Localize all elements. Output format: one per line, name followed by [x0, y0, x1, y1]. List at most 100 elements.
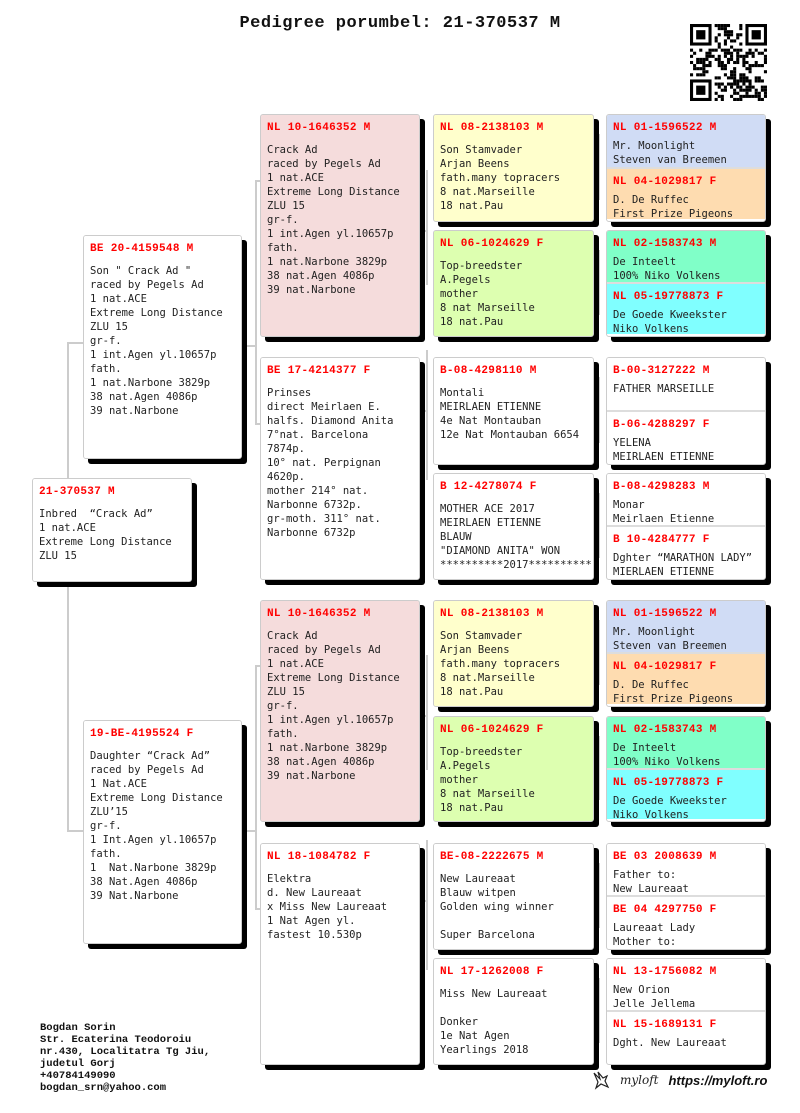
pigeon-info-line: 1 nat.ACE — [39, 522, 96, 534]
pigeon-info-line: Niko Volkens — [613, 323, 689, 334]
pigeon-info-line: gr-f. — [90, 820, 122, 832]
ring-number: B-08-4298283 M — [613, 481, 710, 493]
pigeon-info-line: Daughter “Crack Ad” — [90, 750, 211, 762]
pigeon-info-line: De Inteelt — [613, 256, 677, 268]
pigeon-info-line: gr-f. — [267, 214, 299, 226]
pigeon-info-line: Son Stamvader — [440, 144, 523, 156]
brand-url-link[interactable]: https://myloft.ro — [668, 1072, 768, 1088]
pigeon-info-line: First Prize Pigeons — [613, 208, 734, 219]
pigeon-info-line: New Orion — [613, 984, 670, 996]
pigeon-info-line: Golden wing winner — [440, 901, 554, 913]
pigeon-info-line: D. De Ruffec — [613, 194, 689, 206]
connector-line — [67, 830, 83, 832]
pigeon-info-line: fath. — [90, 848, 122, 860]
pigeon-info-line: Top-breedster — [440, 746, 523, 758]
pigeon-info-line: mother — [440, 288, 478, 300]
pigeon-info-line: d. New Laureaat — [267, 887, 362, 899]
pigeon-info-line — [440, 914, 587, 928]
pigeon-info-line: Mother to: — [613, 936, 677, 947]
qr-code-icon[interactable] — [690, 24, 767, 101]
connector-line — [255, 908, 260, 910]
pigeon-info-line: D. De Ruffec — [613, 679, 689, 691]
ring-number: 21-370537 M — [39, 486, 115, 498]
owner-line: Str. Ecaterina Teodoroiu — [40, 1034, 192, 1046]
ring-number: BE-08-2222675 M — [440, 851, 544, 863]
pigeon-info-line: 100% Niko Volkens — [613, 756, 721, 768]
pigeon-info-line: Extreme Long Distance — [267, 672, 400, 684]
connector-line — [592, 167, 600, 169]
pigeon-info-line: fath.many topracers — [440, 658, 561, 670]
pigeon-info-line: Laureaat Lady — [613, 922, 696, 934]
pigeon-info-line: MOTHER ACE 2017 — [440, 503, 535, 515]
pigeon-info-line: Steven van Breemen — [613, 640, 727, 652]
pigeon-info-line: 1 nat.ACE — [267, 172, 324, 184]
pigeon-info-line: 38 Nat.Agen 4086p — [90, 876, 198, 888]
pigeon-info-line: Miss New Laureaat — [440, 988, 548, 1000]
pigeon-info-line: ZLU 15 — [267, 200, 305, 212]
pigeon-info-line: Dght. New Laureaat — [613, 1037, 727, 1049]
pigeon-info-line: fath. — [90, 363, 122, 375]
pigeon-info-line: gr-f. — [90, 335, 122, 347]
brand-logo-text: myloft — [620, 1073, 659, 1087]
pigeon-info-line: Son " Crack Ad " — [90, 265, 192, 277]
connector-line — [255, 665, 257, 910]
connector-line — [255, 180, 260, 182]
connector-line — [418, 410, 426, 412]
connector-line — [255, 180, 257, 425]
ring-number: B 10-4284777 F — [613, 534, 710, 546]
owner-email[interactable]: bogdan_srn@yahoo.com — [40, 1082, 167, 1094]
connector-line — [592, 895, 600, 898]
pigeon-info-line: 4620p. — [267, 471, 305, 483]
owner-line: judetul Gorj — [40, 1058, 116, 1070]
pigeon-info-line: 38 nat.Agen 4086p — [90, 391, 198, 403]
pigeon-info-line: 38 nat.Agen 4086p — [267, 756, 375, 768]
pigeon-info-line: raced by Pegels Ad — [90, 764, 204, 776]
ring-number: NL 06-1024629 F — [440, 238, 544, 250]
pigeon-info-line: Yearlings 2018 — [440, 1044, 529, 1056]
pigeon-info-line: Dghter “MARATHON LADY” — [613, 552, 753, 564]
pigeon-info-line: halfs. Diamond Anita — [267, 415, 394, 427]
pigeon-info-line: fath.many topracers — [440, 172, 561, 184]
pigeon-info-line: 1e Nat Agen — [440, 1030, 510, 1042]
